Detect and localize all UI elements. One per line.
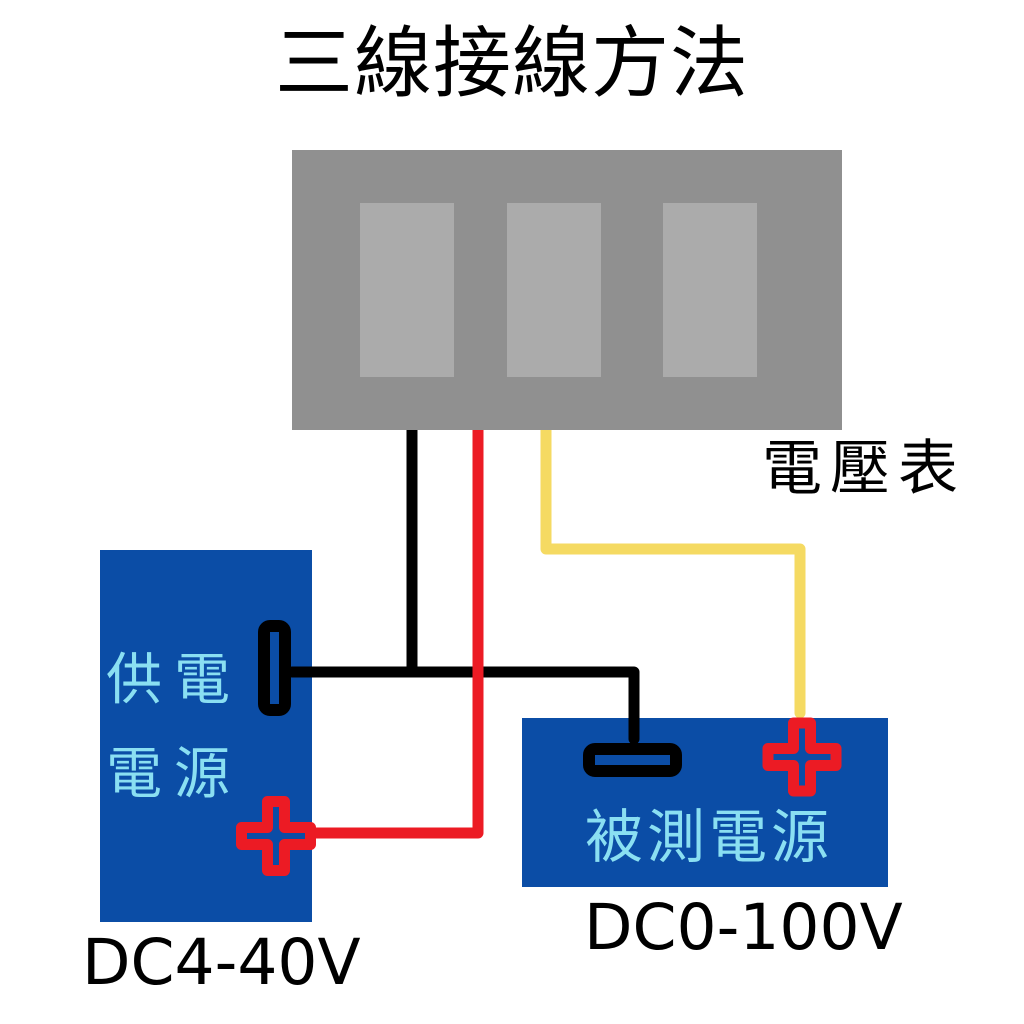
measured-negative-terminal-icon [583, 743, 682, 777]
supply-source-label-line2: 電源 [106, 742, 242, 807]
red-wire [310, 414, 484, 839]
voltmeter-panel [292, 150, 842, 430]
voltmeter-display-window-2 [507, 203, 601, 377]
supply-source-label-line1: 供電 [106, 648, 242, 713]
black-wire [286, 666, 640, 745]
voltmeter-label: 電壓表 [762, 434, 966, 504]
yellow-wire [540, 414, 806, 719]
supply-negative-terminal-icon [258, 620, 291, 716]
measured-positive-terminal-icon [762, 717, 842, 797]
measured-source-caption: DC0-100V [584, 891, 903, 964]
supply-source-box [100, 550, 312, 922]
page-title: 三線接線方法 [274, 19, 749, 109]
voltmeter-display-window-3 [663, 203, 757, 377]
supply-source-caption: DC4-40V [82, 926, 361, 999]
measured-source-label: 被測電源 [585, 803, 834, 871]
voltmeter-display-window-1 [360, 203, 454, 377]
supply-positive-terminal-icon [236, 796, 316, 876]
